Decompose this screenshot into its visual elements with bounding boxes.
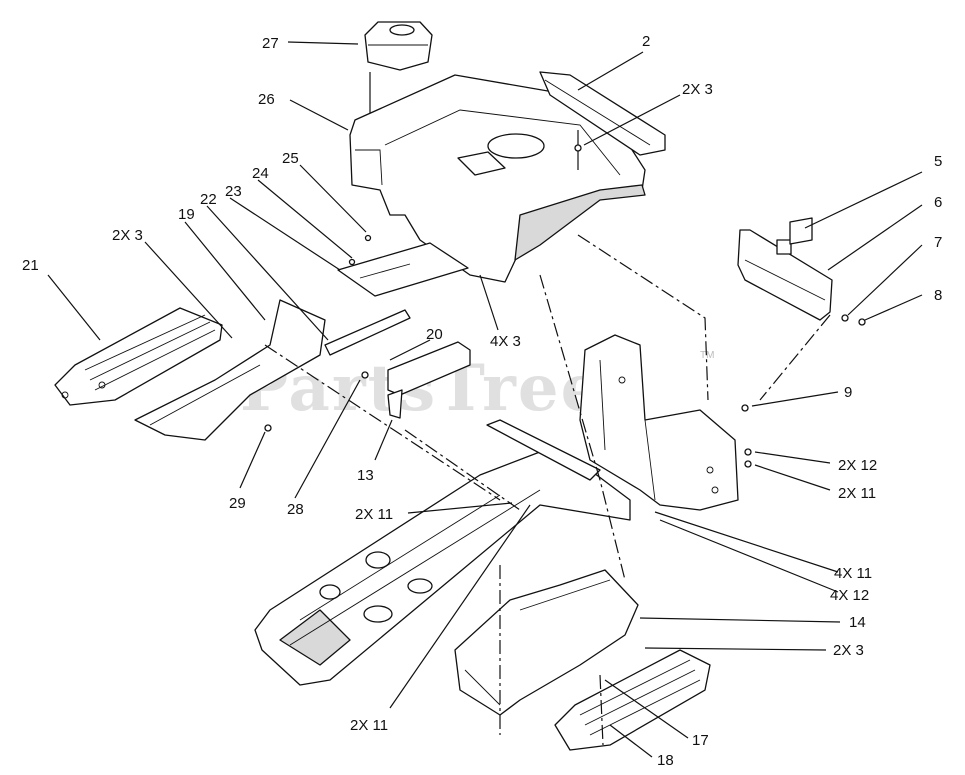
callout-8: 8 xyxy=(934,287,942,304)
callout-2: 2 xyxy=(642,33,650,50)
callout-28: 28 xyxy=(287,501,304,518)
part-11-screw[interactable] xyxy=(744,460,752,468)
part-9-nut[interactable] xyxy=(741,404,749,412)
callout-2x11-bottom-left: 2X 11 xyxy=(350,717,388,734)
callout-26: 26 xyxy=(258,91,275,108)
callout-23: 23 xyxy=(225,183,242,200)
trademark-mark: TM xyxy=(700,350,714,361)
part-12-washer[interactable] xyxy=(744,448,752,456)
part-23-plate[interactable] xyxy=(337,242,469,297)
part-2-strip[interactable] xyxy=(539,71,666,156)
part-21-footrest-left[interactable] xyxy=(54,307,223,406)
part-27-console-cap[interactable] xyxy=(364,21,433,71)
main-frame[interactable] xyxy=(254,419,631,686)
part-6-bracket[interactable] xyxy=(737,229,833,321)
part-26-hood[interactable] xyxy=(349,74,646,283)
callout-4x12: 4X 12 xyxy=(830,587,869,604)
callout-13: 13 xyxy=(357,467,374,484)
part-5-decal[interactable] xyxy=(789,217,813,245)
callout-2x3-top: 2X 3 xyxy=(682,81,713,98)
part-29-screw[interactable] xyxy=(264,424,272,432)
callout-6: 6 xyxy=(934,194,942,211)
callout-20: 20 xyxy=(426,326,443,343)
part-22-hinge-strip[interactable] xyxy=(324,309,411,356)
dash-panel-assembly[interactable] xyxy=(579,334,739,511)
callout-25: 25 xyxy=(282,150,299,167)
callout-9: 9 xyxy=(844,384,852,401)
callout-17: 17 xyxy=(692,732,709,749)
callout-19: 19 xyxy=(178,206,195,223)
callout-14: 14 xyxy=(849,614,866,631)
part-25-screw[interactable] xyxy=(364,234,372,242)
part-19-floor-panel-left[interactable] xyxy=(134,299,326,441)
part-13-panel[interactable] xyxy=(387,389,403,419)
callout-24: 24 xyxy=(252,165,269,182)
callout-4x11: 4X 11 xyxy=(834,565,872,582)
part-8-screw[interactable] xyxy=(858,318,866,326)
part-7-washer[interactable] xyxy=(841,314,849,322)
callout-4x3: 4X 3 xyxy=(490,333,521,350)
callout-5: 5 xyxy=(934,153,942,170)
callout-2x3-bottom-right: 2X 3 xyxy=(833,642,864,659)
callout-22: 22 xyxy=(200,191,217,208)
callout-29: 29 xyxy=(229,495,246,512)
part-14-floor-panel[interactable] xyxy=(454,569,639,716)
part-28-screw[interactable] xyxy=(361,371,369,379)
callout-2x3-left: 2X 3 xyxy=(112,227,143,244)
callout-2x11-mid: 2X 11 xyxy=(355,506,393,523)
callout-27: 27 xyxy=(262,35,279,52)
part-20-bracket[interactable] xyxy=(387,341,471,396)
part-24-screw[interactable] xyxy=(348,258,356,266)
callout-7: 7 xyxy=(934,234,942,251)
callout-21: 21 xyxy=(22,257,39,274)
callout-2x12-right: 2X 12 xyxy=(838,457,877,474)
callout-18: 18 xyxy=(657,752,674,769)
callout-2x11-right: 2X 11 xyxy=(838,485,876,502)
